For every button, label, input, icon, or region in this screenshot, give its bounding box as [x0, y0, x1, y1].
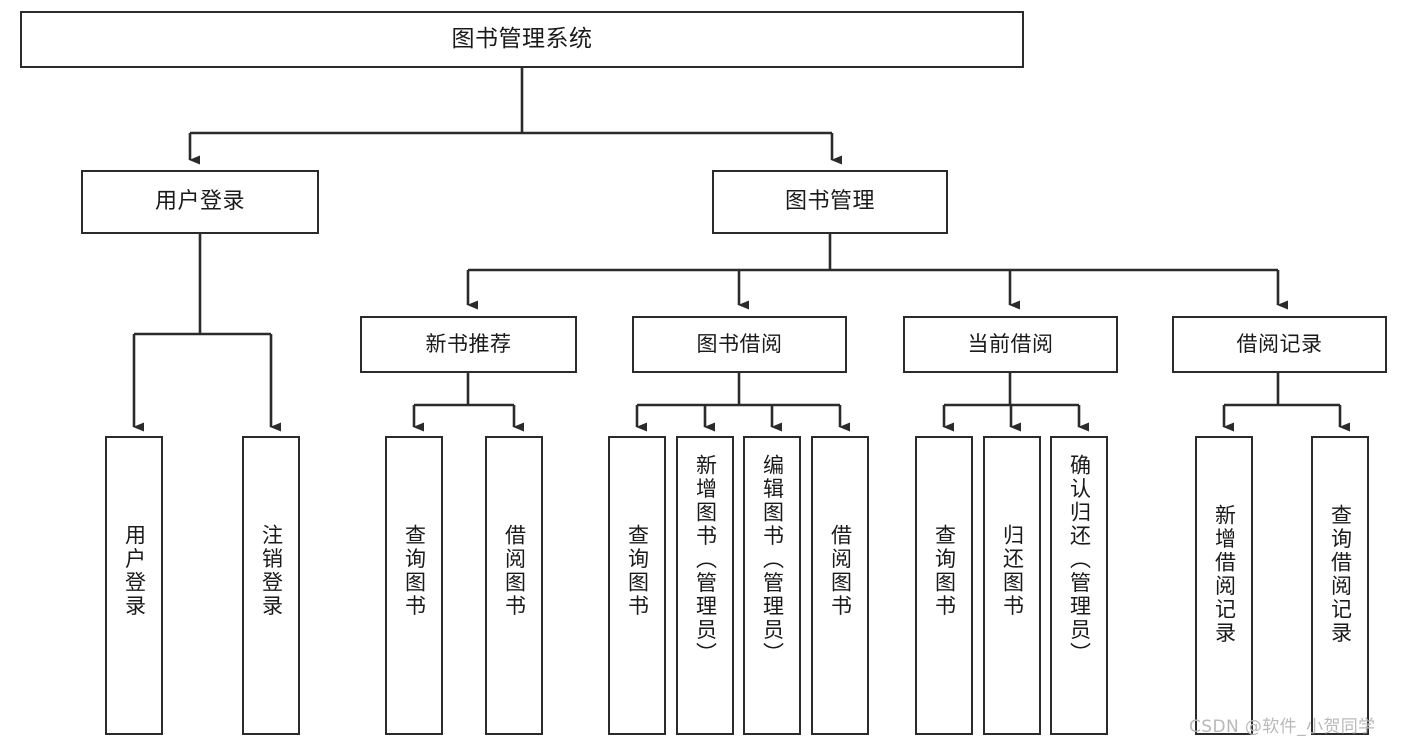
node-current-borrow[interactable]: 当前借阅 — [903, 316, 1118, 373]
node-leaf-borrow-book-2-label: 借阅图书 — [828, 524, 853, 618]
node-user-login[interactable]: 用户登录 — [81, 170, 319, 234]
node-leaf-edit-book[interactable]: 编辑图书（管理员） — [743, 436, 801, 735]
node-book-borrow[interactable]: 图书借阅 — [632, 316, 847, 373]
node-current-borrow-label: 当前借阅 — [967, 332, 1054, 357]
node-leaf-logout-login[interactable]: 注销登录 — [242, 436, 300, 735]
node-leaf-query-book-2[interactable]: 查询图书 — [608, 436, 666, 735]
node-leaf-query-record-label: 查询借阅记录 — [1328, 504, 1353, 645]
node-leaf-borrow-book-1[interactable]: 借阅图书 — [485, 436, 543, 735]
node-leaf-confirm-return[interactable]: 确认归还（管理员） — [1050, 436, 1108, 735]
node-borrow-record-label: 借阅记录 — [1236, 332, 1323, 357]
node-book-manage[interactable]: 图书管理 — [712, 170, 948, 234]
node-leaf-confirm-return-label: 确认归还（管理员） — [1067, 454, 1092, 666]
csdn-watermark: CSDN @软件_小贺同学 — [1189, 717, 1376, 737]
node-leaf-user-login-label: 用户登录 — [122, 524, 147, 618]
node-leaf-borrow-book-1-label: 借阅图书 — [502, 524, 527, 618]
node-new-book-rec[interactable]: 新书推荐 — [360, 316, 577, 373]
node-leaf-return-book[interactable]: 归还图书 — [983, 436, 1041, 735]
node-leaf-borrow-book-2[interactable]: 借阅图书 — [811, 436, 869, 735]
node-book-manage-label: 图书管理 — [784, 189, 875, 215]
node-leaf-return-book-label: 归还图书 — [1000, 524, 1025, 618]
node-leaf-user-login[interactable]: 用户登录 — [105, 436, 163, 735]
node-leaf-query-record[interactable]: 查询借阅记录 — [1311, 436, 1369, 735]
node-root-label: 图书管理系统 — [451, 25, 593, 52]
node-leaf-add-book[interactable]: 新增图书（管理员） — [676, 436, 734, 735]
node-leaf-query-book-3[interactable]: 查询图书 — [915, 436, 973, 735]
node-leaf-query-book-1[interactable]: 查询图书 — [385, 436, 443, 735]
node-leaf-query-book-1-label: 查询图书 — [402, 524, 427, 618]
node-leaf-add-book-label: 新增图书（管理员） — [693, 454, 718, 666]
node-root[interactable]: 图书管理系统 — [20, 11, 1024, 68]
node-user-login-label: 用户登录 — [154, 189, 245, 215]
node-leaf-edit-book-label: 编辑图书（管理员） — [760, 454, 785, 666]
node-leaf-query-book-3-label: 查询图书 — [932, 524, 957, 618]
node-leaf-add-record-label: 新增借阅记录 — [1212, 504, 1237, 645]
node-borrow-record[interactable]: 借阅记录 — [1172, 316, 1387, 373]
node-leaf-add-record[interactable]: 新增借阅记录 — [1195, 436, 1253, 735]
node-leaf-query-book-2-label: 查询图书 — [625, 524, 650, 618]
node-new-book-rec-label: 新书推荐 — [425, 332, 512, 357]
node-leaf-logout-login-label: 注销登录 — [259, 524, 284, 618]
node-book-borrow-label: 图书借阅 — [696, 332, 783, 357]
